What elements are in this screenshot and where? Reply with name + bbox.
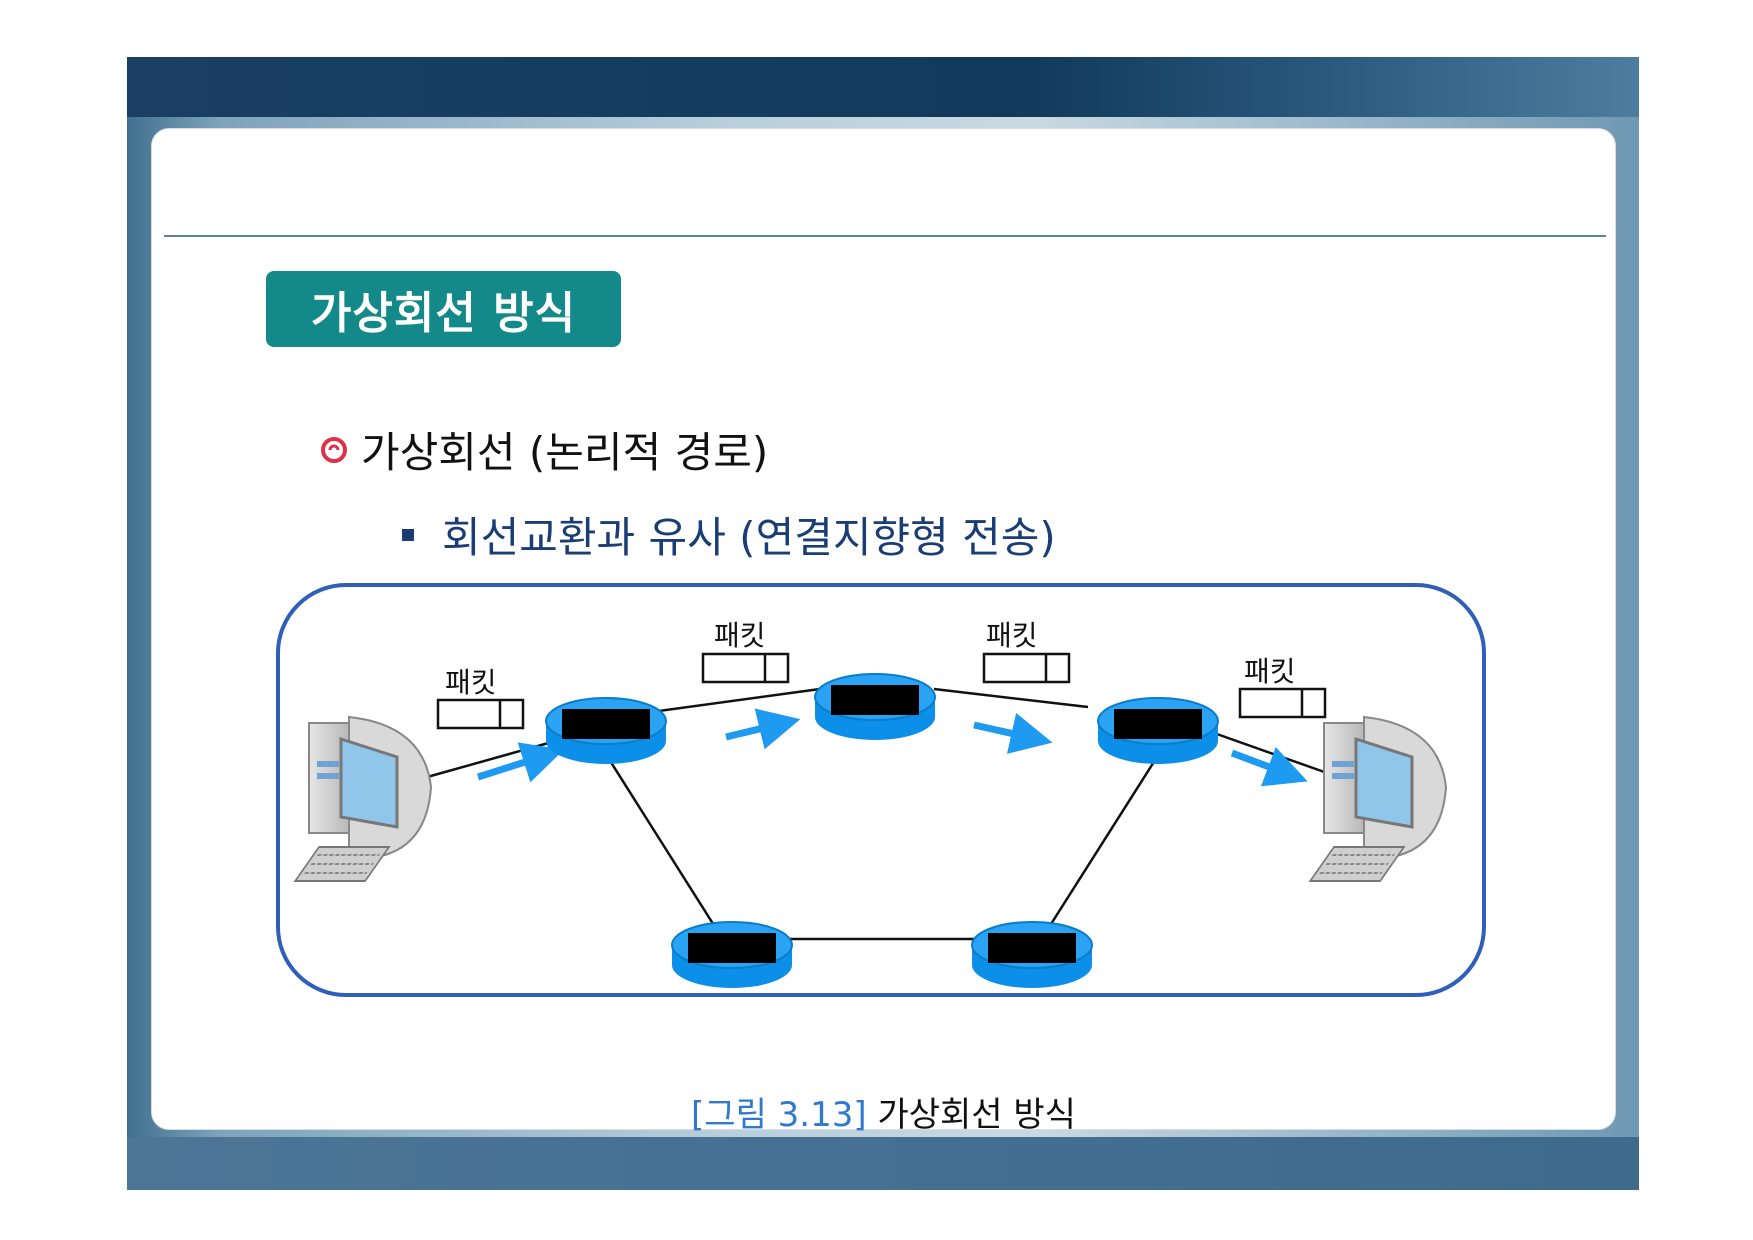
packet-label: 패킷	[445, 666, 497, 699]
router-icon	[971, 921, 1093, 988]
bottom-band	[127, 1137, 1639, 1190]
packet-flow-arrows	[476, 708, 1308, 787]
diagram-frame	[276, 583, 1486, 997]
bullet-sub: 회선교환과 유사 (연결지향형 전송)	[402, 504, 1056, 565]
packet-icon	[1238, 687, 1327, 719]
header-divider	[164, 235, 1606, 237]
virtual-circuit-diagram: 패킷 패킷 패킷 패킷	[276, 583, 1486, 997]
caption-figure-number: [그림 3.13]	[691, 1095, 867, 1135]
router-icon	[545, 697, 667, 764]
packet-icon	[982, 652, 1071, 684]
caption-title: 가상회선 방식	[877, 1095, 1076, 1135]
router-icon	[814, 673, 936, 740]
figure-caption: [그림 3.13] 가상회선 방식	[152, 1087, 1615, 1136]
square-bullet-icon	[402, 528, 414, 541]
computer-icon	[1308, 715, 1448, 882]
section-badge: 가상회선 방식	[266, 271, 621, 347]
section-title: 가상회선 방식	[310, 288, 577, 339]
packet-label: 패킷	[1244, 655, 1296, 688]
router-icon	[671, 921, 793, 988]
bullet-main: 가상회선 (논리적 경로)	[321, 419, 768, 480]
content-panel: 가상회선 방식 가상회선 (논리적 경로) 회선교환과 유사 (연결지향형 전송…	[151, 128, 1616, 1135]
computer-icon	[293, 715, 433, 882]
packet-label: 패킷	[714, 619, 766, 652]
bullet-sub-text: 회선교환과 유사 (연결지향형 전송)	[442, 513, 1056, 562]
packet-icon	[436, 698, 525, 730]
swirl-bullet-icon	[321, 436, 347, 463]
packet-label: 패킷	[986, 619, 1038, 652]
top-band	[127, 57, 1639, 117]
router-icon	[1097, 697, 1219, 764]
bullet-main-text: 가상회선 (논리적 경로)	[361, 428, 769, 477]
packet-icon	[701, 652, 790, 684]
